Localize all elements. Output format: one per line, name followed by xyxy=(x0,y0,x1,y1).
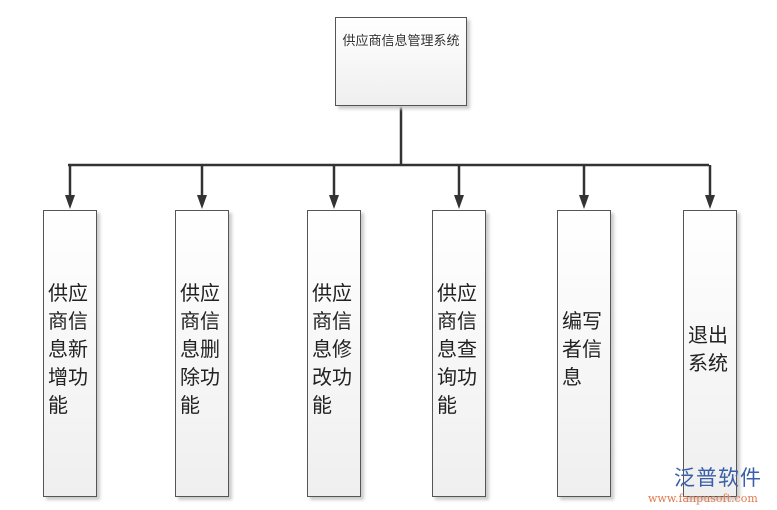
arrow-head-icon xyxy=(579,195,589,209)
node-query-supplier: 供应商信息查询功能 xyxy=(432,210,486,497)
watermark-url: www.fanpusoft.com xyxy=(648,492,758,505)
node-label: 编写者信息 xyxy=(562,308,602,389)
node-delete-supplier: 供应商信息删除功能 xyxy=(175,210,229,497)
node-edit-supplier: 供应商信息修改功能 xyxy=(307,210,361,497)
node-label: 供应商信息新增功能 xyxy=(48,280,88,417)
node-label: 供应商信息修改功能 xyxy=(312,280,352,417)
arrow-head-icon xyxy=(329,195,339,209)
node-author-info: 编写者信息 xyxy=(557,210,611,497)
arrow-head-icon xyxy=(65,195,75,209)
arrow-head-icon xyxy=(197,195,207,209)
node-label: 退出系统 xyxy=(688,322,728,375)
node-label: 供应商信息删除功能 xyxy=(180,280,220,417)
node-exit-system: 退出系统 xyxy=(683,210,737,497)
root-node: 供应商信息管理系统 xyxy=(335,17,467,106)
watermark-name: 泛普软件 xyxy=(674,466,762,490)
node-label: 供应商信息查询功能 xyxy=(437,280,477,417)
watermark-logo: 泛普软件 www.fanpusoft.com xyxy=(648,462,762,505)
node-add-supplier: 供应商信息新增功能 xyxy=(43,210,97,497)
arrow-head-icon xyxy=(705,195,715,209)
arrow-head-icon xyxy=(454,195,464,209)
root-label: 供应商信息管理系统 xyxy=(342,34,460,49)
